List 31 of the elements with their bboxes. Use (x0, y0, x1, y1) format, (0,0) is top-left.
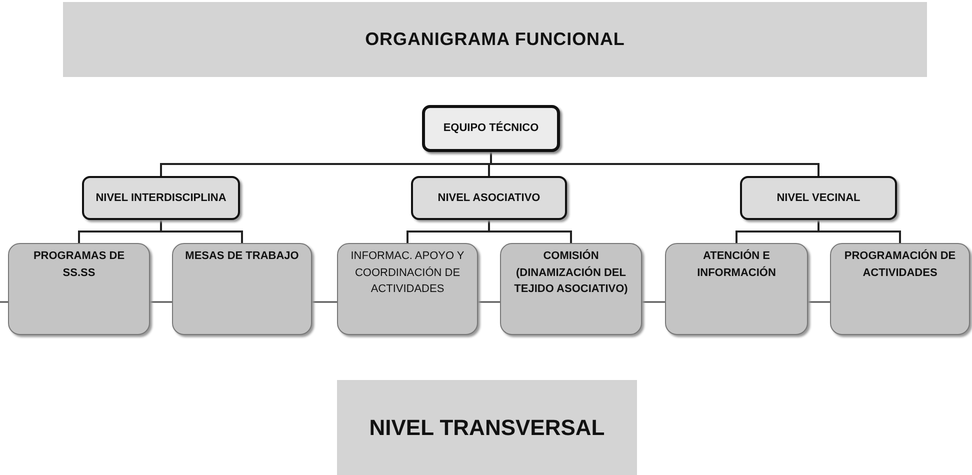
box-label: PROGRAMAS DE SS.SS (32, 249, 126, 280)
connector-line (150, 301, 172, 303)
unit-box (337, 243, 478, 335)
connector-line (490, 152, 820, 176)
unit-box (665, 243, 808, 335)
box-label: INFORMAC. APOYO Y COORDINACIÓN DE ACTIVIDADES (350, 249, 466, 297)
connector-line (488, 220, 572, 243)
connector-line (642, 301, 665, 303)
box-label: ATENCIÓN E INFORMACIÓN (696, 248, 777, 280)
unit-box (500, 243, 642, 335)
unit-box (172, 243, 312, 335)
unit-box (8, 243, 150, 335)
box-label: NIVEL TRANSVERSAL (369, 414, 605, 442)
transversal-band (337, 380, 637, 475)
box-label: NIVEL ASOCIATIVO (438, 190, 540, 206)
connector-line (808, 301, 830, 303)
root-box (422, 105, 560, 152)
box-label: NIVEL INTERDISCIPLINA (96, 190, 226, 206)
box-label: EQUIPO TÉCNICO (443, 120, 539, 136)
level-box (411, 176, 567, 220)
connector-line (478, 301, 500, 303)
box-label: PROGRAMACIÓN DE ACTIVIDADES (843, 248, 957, 280)
unit-box (830, 243, 970, 335)
level-box (82, 176, 240, 220)
box-label: MESAS DE TRABAJO (185, 249, 299, 264)
level-box (740, 176, 897, 220)
connector-line (0, 301, 8, 303)
connector-line (312, 301, 337, 303)
title: ORGANIGRAMA FUNCIONAL (365, 28, 625, 51)
box-label: COMISIÓN (DINAMIZACIÓN DEL TEJIDO ASOCIATIVO) (513, 248, 629, 297)
box-label: NIVEL VECINAL (776, 190, 860, 206)
